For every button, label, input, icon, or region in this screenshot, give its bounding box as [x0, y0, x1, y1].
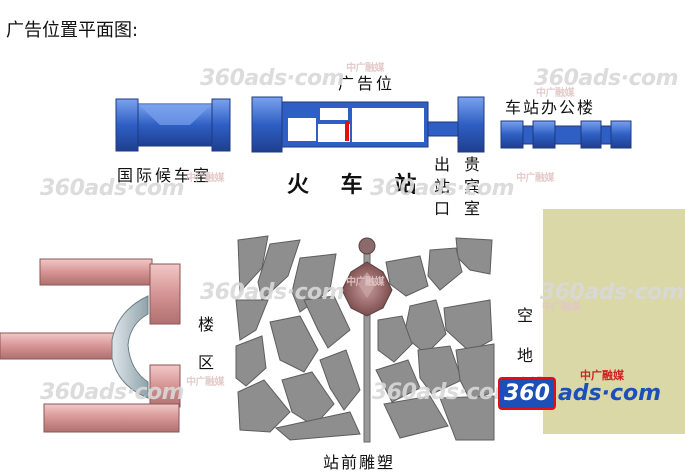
train-station-label: 火 车 站: [287, 173, 429, 198]
empty-lot-area: [543, 209, 685, 434]
station-office-building: [500, 120, 632, 149]
ad-position-marker: [345, 121, 349, 141]
station-front-sculpture: [341, 237, 393, 443]
watermark: 360ads·com中广融媒: [540, 280, 685, 313]
watermark: 360ads·com中广融媒: [534, 66, 679, 99]
empty-lot-label: 空地: [516, 306, 533, 365]
station-office-label: 车站办公楼: [505, 98, 596, 117]
building-area-blocks: [0, 258, 181, 433]
ad-position-label: 广告位: [338, 74, 396, 93]
intl-waiting-room-building: [115, 98, 231, 152]
station-plaza: [235, 235, 495, 441]
vip-room-label: 贵宾室: [463, 155, 480, 218]
building-area-label: 楼区: [197, 315, 214, 372]
main-station-building: [251, 96, 485, 153]
exit-label: 出站口: [433, 155, 450, 218]
intl-waiting-room-label: 国际候车室: [117, 166, 213, 185]
page-title: 广告位置平面图:: [6, 20, 139, 41]
sculpture-label: 站前雕塑: [323, 453, 396, 472]
